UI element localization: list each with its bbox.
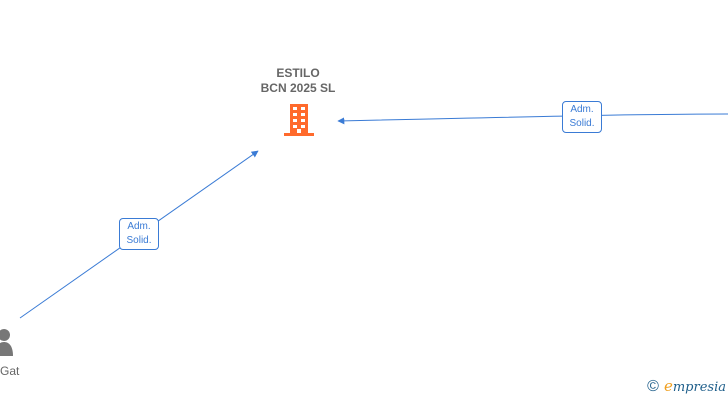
relation-label-line2: Solid. (126, 235, 152, 246)
relation-label-person[interactable]: Adm. Solid. (119, 218, 159, 250)
company-name-line2: BCN 2025 SL (260, 81, 336, 95)
brand-rest: mpresia (672, 380, 726, 395)
relation-label-line2: Solid. (569, 118, 595, 129)
relation-label-right[interactable]: Adm. Solid. (562, 101, 602, 133)
watermark: © empresia (647, 377, 726, 397)
person-name[interactable]: Gat (0, 364, 20, 378)
person-icon[interactable] (0, 326, 16, 363)
building-icon[interactable] (283, 103, 315, 142)
relation-label-line1: Adm. (127, 221, 151, 232)
relation-label-line1: Adm. (570, 104, 594, 115)
company-name[interactable]: ESTILO BCN 2025 SL (238, 66, 358, 96)
edge-right-to-company (337, 113, 728, 125)
brand-logo: empresia (664, 377, 726, 397)
brand-first-letter: e (663, 377, 673, 395)
copyright-icon: © (647, 378, 659, 395)
company-name-line1: ESTILO (276, 66, 320, 80)
